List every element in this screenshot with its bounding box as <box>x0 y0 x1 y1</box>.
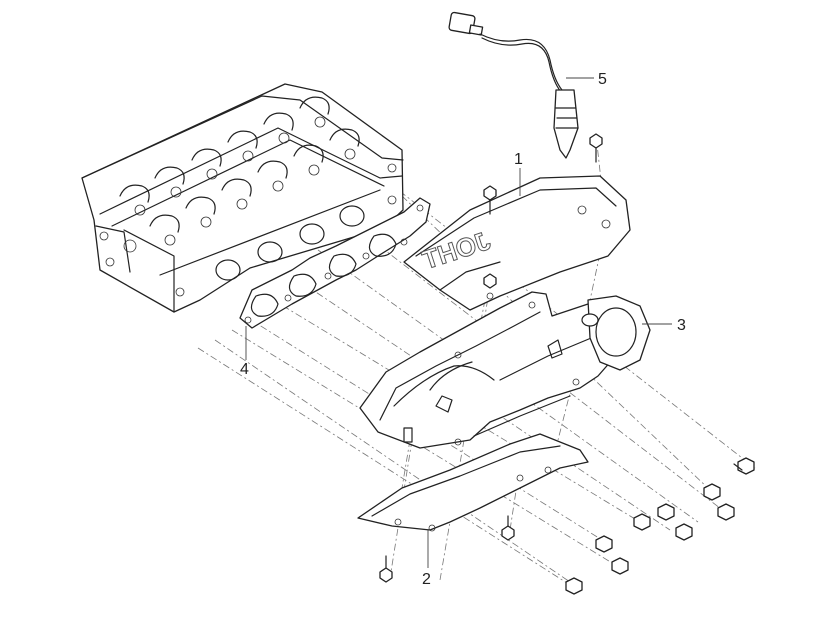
callout-1: 1 <box>514 151 523 168</box>
bolt-right-3 <box>717 503 735 521</box>
bolt-right-9 <box>565 577 583 595</box>
exhaust-manifold <box>359 291 651 449</box>
bolt-right-1 <box>733 457 755 475</box>
callout-4: 4 <box>240 361 249 378</box>
bolt-lower-2 <box>501 515 515 541</box>
callout-5: 5 <box>598 71 607 88</box>
bolt-upper-2 <box>589 133 603 163</box>
exhaust-manifold-gasket <box>239 197 431 329</box>
bolt-upper-3 <box>483 273 497 289</box>
callout-3: 3 <box>677 317 686 334</box>
cylinder-head <box>81 83 404 313</box>
bolt-upper-1 <box>483 185 497 215</box>
bolt-right-5 <box>675 523 693 541</box>
exhaust-manifold-heat-shield: JOHT <box>403 175 631 311</box>
bolt-right-7 <box>595 535 613 553</box>
bolt-lower-1 <box>379 555 393 583</box>
fastener-bolts <box>379 133 755 595</box>
lower-heat-shield <box>357 433 589 532</box>
bolt-right-2 <box>703 483 721 501</box>
bolt-right-6 <box>633 513 651 531</box>
bolt-right-4 <box>657 503 675 521</box>
callout-2: 2 <box>422 571 431 588</box>
leader-lines <box>245 77 672 568</box>
bolt-right-8 <box>611 557 629 575</box>
oxygen-sensor <box>448 11 579 159</box>
